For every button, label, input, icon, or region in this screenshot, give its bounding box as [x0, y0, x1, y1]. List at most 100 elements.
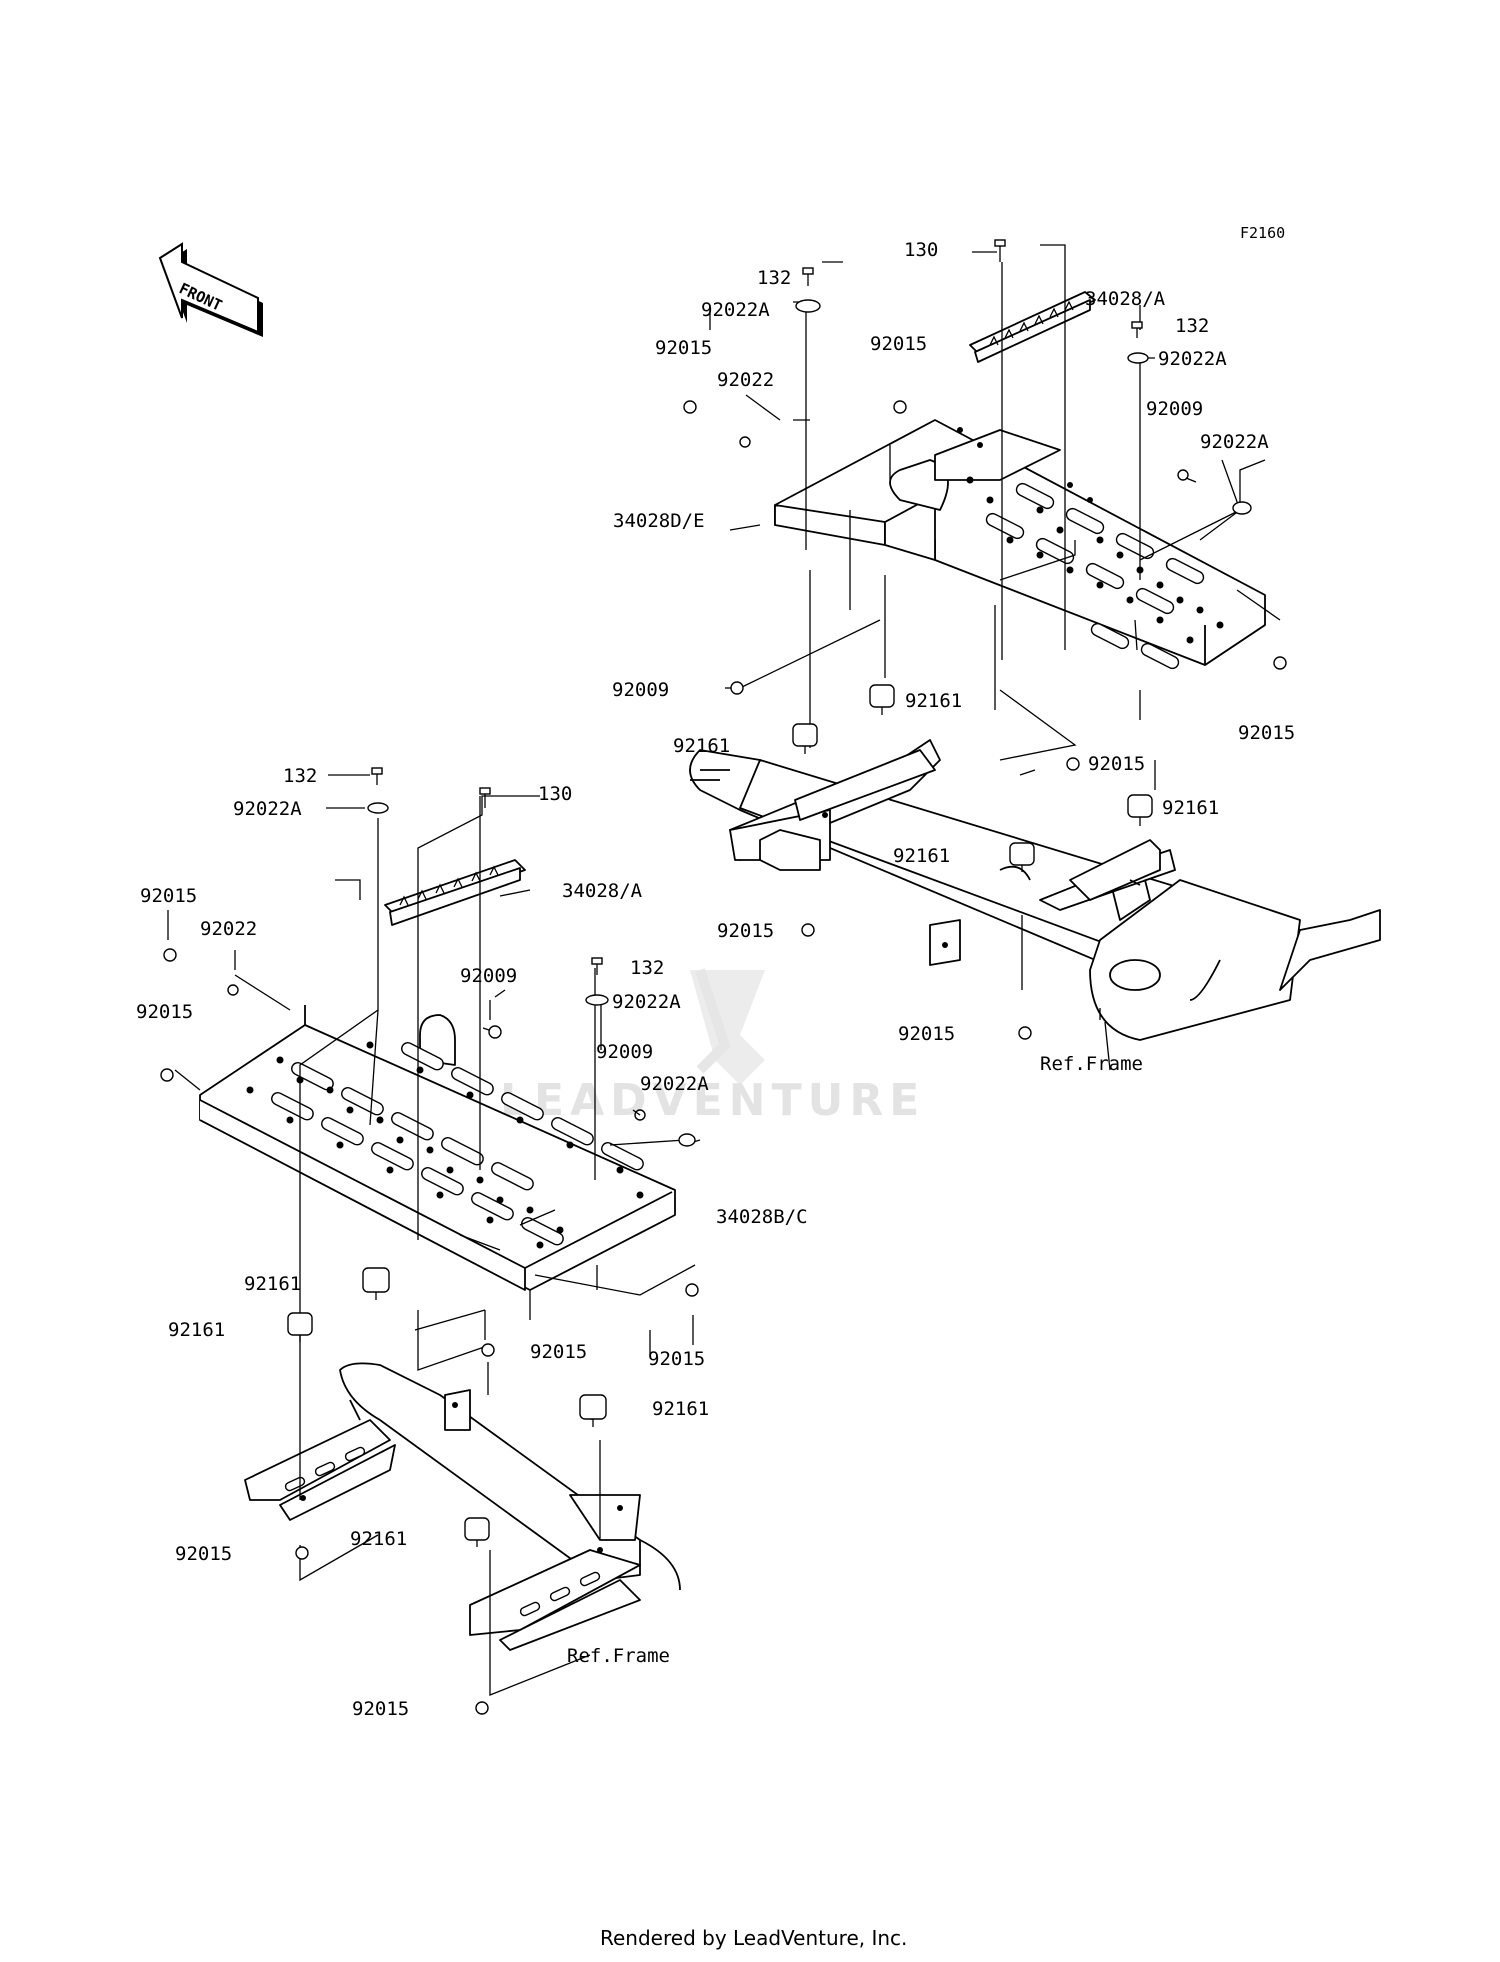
nut-92015-icon — [481, 1343, 495, 1357]
bolt-92009-icon — [1177, 469, 1197, 483]
nut-92015-icon — [801, 923, 815, 937]
washer-92022-icon — [739, 436, 751, 448]
nut-92015-icon — [475, 1701, 489, 1715]
label-92161: 92161 — [350, 1528, 407, 1550]
label-92022: 92022 — [717, 369, 774, 391]
label-92009: 92009 — [612, 679, 669, 701]
upper-step-34028a — [969, 291, 1096, 363]
label-92015: 92015 — [1088, 753, 1145, 775]
nut-92015-icon — [1018, 1026, 1032, 1040]
upper-hardware — [683, 239, 1287, 1040]
upper-labels: 132 92022A 92015 92022 130 34028/A 92015… — [612, 239, 1295, 1075]
label-92161: 92161 — [652, 1398, 709, 1420]
label-132: 132 — [757, 267, 791, 289]
label-92022: 92022 — [200, 918, 257, 940]
upper-leader-lines — [709, 244, 1281, 1071]
label-92022a: 92022A — [701, 299, 770, 321]
label-92015: 92015 — [648, 1348, 705, 1370]
label-92161: 92161 — [244, 1273, 301, 1295]
washer-92022a-icon — [678, 1133, 696, 1147]
nut-92015-icon — [685, 1283, 699, 1297]
nut-92015-icon — [1273, 656, 1287, 670]
nut-92015-icon — [163, 948, 177, 962]
label-92022a: 92022A — [612, 991, 681, 1013]
label-92022a: 92022A — [1200, 431, 1269, 453]
front-arrow-icon: FRONT — [158, 242, 263, 337]
lower-labels: 132 92022A 130 34028/A 92015 92022 92015… — [136, 765, 808, 1720]
label-92015: 92015 — [655, 337, 712, 359]
nut-92015-icon — [893, 400, 907, 414]
rubber-mount-92161-icon — [1127, 794, 1153, 826]
label-92161: 92161 — [893, 845, 950, 867]
label-92022a: 92022A — [1158, 348, 1227, 370]
washer-92022a-icon — [585, 994, 609, 1006]
label-92009: 92009 — [1146, 398, 1203, 420]
washer-92022a-icon — [367, 802, 389, 814]
label-92009: 92009 — [596, 1041, 653, 1063]
bolt-92009-icon — [632, 1109, 646, 1121]
lower-step-34028a — [384, 859, 526, 926]
label-92015: 92015 — [870, 333, 927, 355]
label-92015: 92015 — [140, 885, 197, 907]
washer-92022a-icon — [1232, 501, 1252, 515]
upper-floor-plate — [774, 419, 1266, 670]
nut-92015-icon — [295, 1546, 309, 1560]
lower-plate-slots — [271, 1042, 644, 1246]
nut-92015-icon — [160, 1068, 174, 1082]
bolt-132-icon — [1131, 321, 1143, 338]
rubber-mount-92161-icon — [1009, 842, 1035, 872]
label-92009: 92009 — [460, 965, 517, 987]
label-92161: 92161 — [673, 735, 730, 757]
label-34028a: 34028/A — [562, 880, 643, 902]
upper-frame — [689, 739, 1381, 1041]
diagram-code: F2160 — [1240, 224, 1285, 242]
lower-assembly: 132 92022A 130 34028/A 92015 92022 92015… — [136, 765, 808, 1720]
label-92015: 92015 — [175, 1543, 232, 1565]
label-92015: 92015 — [717, 920, 774, 942]
label-92161: 92161 — [905, 690, 962, 712]
label-92161: 92161 — [168, 1319, 225, 1341]
label-132: 132 — [1175, 315, 1209, 337]
label-92015: 92015 — [136, 1001, 193, 1023]
label-92015: 92015 — [352, 1698, 409, 1720]
rubber-mount-92161-icon — [362, 1267, 390, 1300]
label-34028bc: 34028B/C — [716, 1206, 808, 1228]
label-130: 130 — [538, 783, 572, 805]
label-ref-frame: Ref.Frame — [1040, 1053, 1143, 1075]
washer-92022-icon — [227, 984, 239, 996]
upper-plate-slots — [985, 482, 1205, 670]
footer-credit: Rendered by LeadVenture, Inc. — [600, 1926, 907, 1950]
label-34028a: 34028/A — [1085, 288, 1166, 310]
label-130: 130 — [904, 239, 938, 261]
bolt-130-icon — [479, 787, 491, 808]
label-34028de: 34028D/E — [613, 510, 705, 532]
bolt-92009-icon — [482, 1025, 502, 1039]
nut-92015-icon — [1066, 757, 1080, 771]
label-92015: 92015 — [1238, 722, 1295, 744]
label-92015: 92015 — [530, 1341, 587, 1363]
upper-assembly: 132 92022A 92015 92022 130 34028/A 92015… — [612, 239, 1381, 1075]
watermark-text: LEADVENTURE — [500, 1075, 925, 1126]
washer-92022a-icon — [1127, 352, 1149, 364]
nut-92015-icon — [683, 400, 697, 414]
lower-floor-plate — [199, 1005, 676, 1291]
label-ref-frame: Ref.Frame — [567, 1645, 670, 1667]
label-92161: 92161 — [1162, 797, 1219, 819]
watermark: LEADVENTURE — [500, 968, 925, 1126]
lower-frame — [244, 1362, 681, 1651]
rubber-mount-92161-icon — [869, 684, 895, 715]
bolt-132-icon — [802, 267, 814, 286]
rubber-mount-92161-icon — [792, 723, 818, 754]
label-92022a: 92022A — [640, 1073, 709, 1095]
label-132: 132 — [283, 765, 317, 787]
lower-plate-holes — [246, 1041, 644, 1249]
rubber-mount-92161-icon — [579, 1394, 607, 1427]
label-92015: 92015 — [898, 1023, 955, 1045]
bolt-132-icon — [591, 957, 603, 975]
rubber-mount-92161-icon — [464, 1517, 490, 1547]
bolt-92009-icon — [725, 681, 744, 695]
bolt-130-icon — [994, 239, 1006, 262]
rubber-mount-92161-icon — [287, 1312, 313, 1342]
bolt-132-icon — [371, 767, 383, 785]
